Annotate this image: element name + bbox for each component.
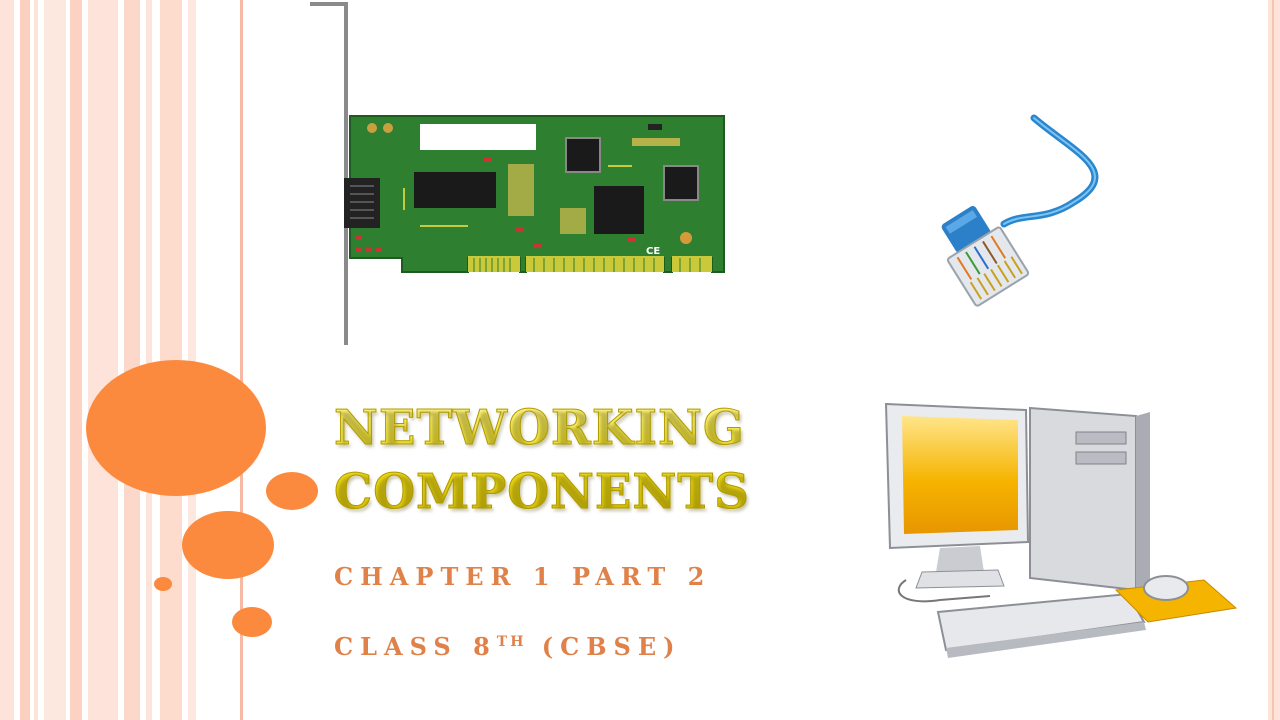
- ethernet-cable-icon: [941, 114, 1099, 307]
- class-text: CLASS 8: [334, 632, 497, 661]
- class-board-text: (CBSE): [526, 632, 682, 661]
- decorative-circle-medium: [266, 472, 318, 510]
- slide-subtitle-class: CLASS 8TH (CBSE): [334, 632, 682, 661]
- decorative-circle-tiny: [154, 577, 172, 591]
- slide-title-line2: COMPONENTS: [334, 464, 750, 521]
- slide-title-line1: NETWORKING: [334, 400, 745, 457]
- desktop-computer-icon: [884, 402, 1238, 658]
- network-card-icon: CE: [310, 2, 725, 345]
- slide-subtitle-chapter: CHAPTER 1 PART 2: [334, 562, 712, 591]
- decorative-circle-large: [86, 360, 266, 496]
- decorative-left-stripes: [0, 0, 250, 720]
- decorative-circle-small: [232, 607, 272, 637]
- decorative-circle-medium-low: [182, 511, 274, 579]
- card-ce-label: CE: [646, 246, 660, 257]
- decorative-right-stripe: [1268, 0, 1280, 720]
- class-superscript: TH: [496, 634, 527, 650]
- slide-title: NETWORKING COMPONENTS: [334, 396, 750, 524]
